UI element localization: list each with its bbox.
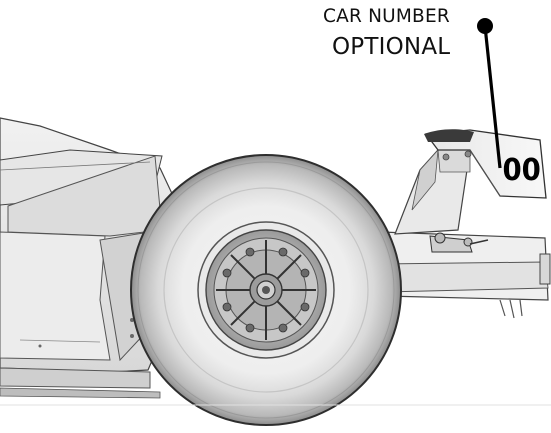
callout-leader <box>477 18 502 169</box>
callout-label-line2: OPTIONAL <box>332 34 451 60</box>
callout-label-line1: CAR NUMBER <box>323 6 450 27</box>
rear-wing <box>424 129 547 199</box>
car-number-decal: 00 <box>502 153 541 188</box>
wheel-rim <box>205 229 327 351</box>
rear-structure <box>379 148 551 319</box>
